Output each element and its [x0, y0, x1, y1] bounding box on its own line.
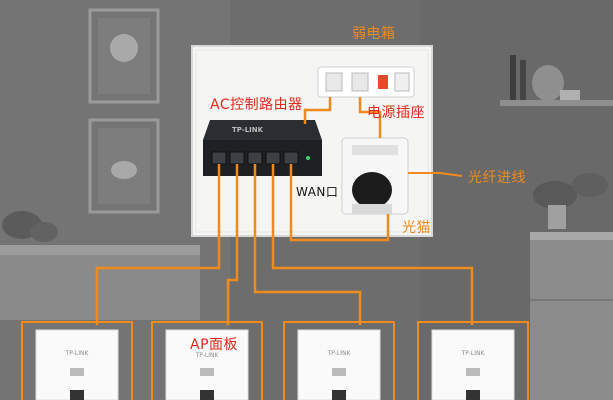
plant-left: [2, 211, 58, 242]
plant-right: [533, 173, 608, 229]
label-box-title: 弱电箱: [352, 26, 396, 42]
ap-panel-2: [151, 321, 263, 400]
label-router: AC控制路由器: [210, 97, 303, 113]
ap-panel-2-logo: TP-LINK: [195, 352, 219, 359]
router-logo: TP-LINK: [232, 126, 264, 134]
ap-panel-1: [21, 321, 133, 400]
ap-panel-3: [283, 321, 395, 400]
picture-frame-bottom: [88, 118, 160, 214]
label-power-strip: 电源插座: [367, 105, 425, 121]
ap-panel-3-logo: TP-LINK: [327, 350, 351, 357]
ac-router: [203, 120, 322, 176]
cable-ap-4: [271, 164, 474, 325]
label-fiber-in: 光纤进线: [468, 170, 526, 186]
picture-frame-top: [88, 8, 160, 104]
fiber-leader: [408, 172, 463, 177]
cable-wan: [289, 164, 390, 242]
cable-ap-1: [95, 164, 221, 325]
cabinet-right: [530, 235, 613, 400]
ap-panel-4: [417, 321, 529, 400]
shelf-right: [500, 100, 613, 106]
cable-ap-3: [253, 164, 362, 325]
fiber-modem: [341, 137, 409, 215]
label-wan-port: WAN口: [296, 185, 339, 199]
cable-power-modem: [358, 97, 382, 138]
cable-ap-2: [226, 164, 239, 325]
label-ap-panel: AP面板: [190, 337, 239, 353]
counter-left: [0, 250, 200, 320]
power-strip: [317, 66, 415, 98]
label-modem: 光猫: [402, 220, 431, 236]
ap-panel-1-logo: TP-LINK: [65, 350, 89, 357]
ap-panel-4-logo: TP-LINK: [461, 350, 485, 357]
cable-power-router: [303, 97, 332, 124]
